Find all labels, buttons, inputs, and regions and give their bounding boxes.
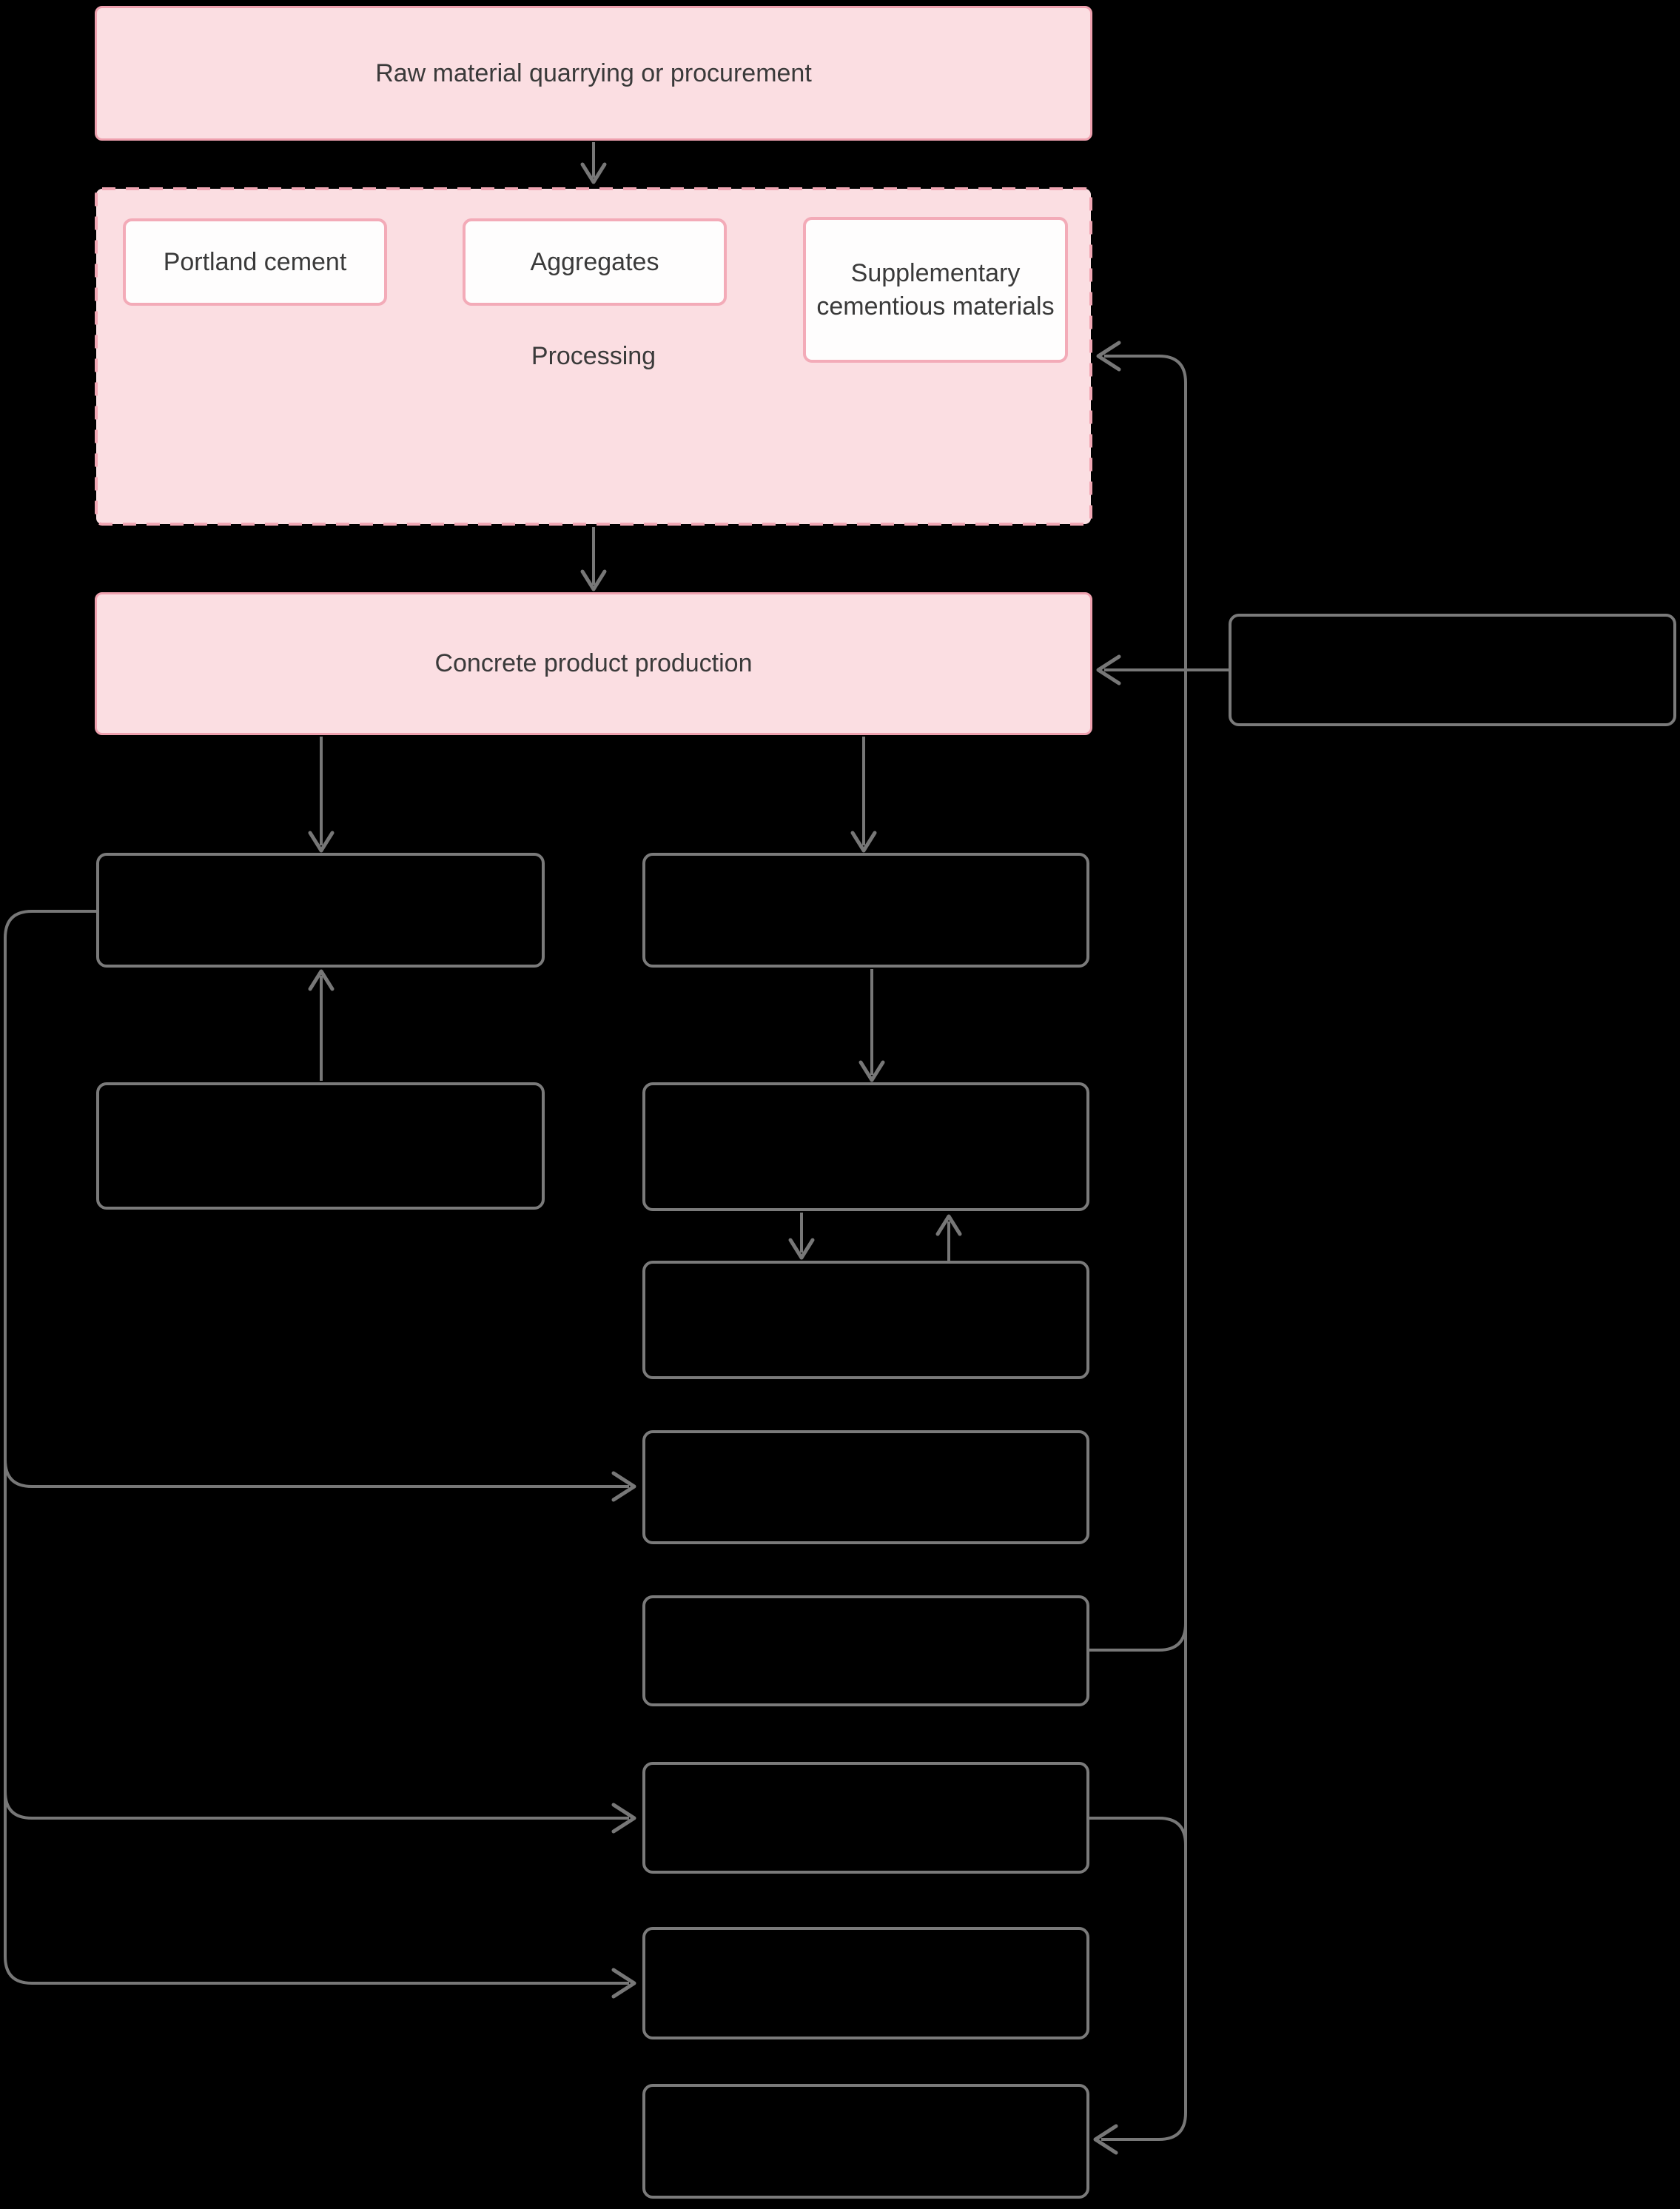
arrowhead-down-icon bbox=[850, 831, 877, 853]
arrowhead-up-icon bbox=[308, 969, 335, 991]
node-portland-cement: Portland cement bbox=[123, 218, 387, 306]
arrowhead-down-icon bbox=[580, 162, 607, 184]
node-right-box bbox=[1229, 614, 1676, 726]
node-portland-cement-label: Portland cement bbox=[163, 247, 347, 276]
arrowhead-left-icon bbox=[1093, 2124, 1118, 2155]
arrowhead-right-icon bbox=[611, 1803, 636, 1834]
arrowhead-down-icon bbox=[859, 1060, 885, 1082]
node-middle-column-box-8 bbox=[642, 2084, 1089, 2199]
node-concrete-label: Concrete product production bbox=[434, 649, 753, 678]
arrowhead-right-icon bbox=[611, 1471, 636, 1502]
node-middle-column-box-2 bbox=[642, 1082, 1089, 1211]
edge-left1-to-mid6 bbox=[4, 938, 629, 1820]
arrowhead-down-icon bbox=[308, 831, 335, 853]
node-left-column-box-2 bbox=[96, 1082, 545, 1210]
node-supplementary-label: Supplementary cementious materials bbox=[816, 259, 1055, 321]
node-aggregates-label: Aggregates bbox=[530, 247, 659, 276]
node-aggregates: Aggregates bbox=[463, 218, 727, 306]
arrowhead-up-icon bbox=[935, 1214, 962, 1236]
node-supplementary-cementious-materials: Supplementary cementious materials bbox=[803, 217, 1068, 363]
processing-group-label: Processing bbox=[531, 342, 656, 370]
arrowhead-down-icon bbox=[788, 1238, 815, 1260]
arrowhead-left-icon bbox=[1096, 654, 1121, 686]
connector-lines bbox=[4, 142, 1229, 2141]
node-middle-column-box-7 bbox=[642, 1927, 1089, 2039]
arrowhead-down-icon bbox=[580, 569, 607, 591]
arrowhead-left-icon bbox=[1096, 341, 1121, 372]
node-middle-column-box-4 bbox=[642, 1430, 1089, 1544]
node-middle-column-box-5 bbox=[642, 1595, 1089, 1706]
edge-left1-to-mid7 bbox=[4, 938, 629, 1985]
edge-mid5-to-processing bbox=[1089, 355, 1187, 1652]
node-left-column-box-1 bbox=[96, 853, 545, 968]
arrowhead-right-icon bbox=[611, 1968, 636, 1999]
node-middle-column-box-6 bbox=[642, 1762, 1089, 1874]
node-middle-column-box-3 bbox=[642, 1261, 1089, 1379]
node-raw-material-label: Raw material quarrying or procurement bbox=[375, 58, 812, 87]
node-concrete-product-production: Concrete product production bbox=[95, 592, 1092, 735]
node-middle-column-box-1 bbox=[642, 853, 1089, 968]
arrowheads bbox=[308, 162, 1121, 2155]
edge-mid6-to-mid8 bbox=[1089, 1817, 1187, 2141]
node-raw-material: Raw material quarrying or procurement bbox=[95, 6, 1092, 141]
